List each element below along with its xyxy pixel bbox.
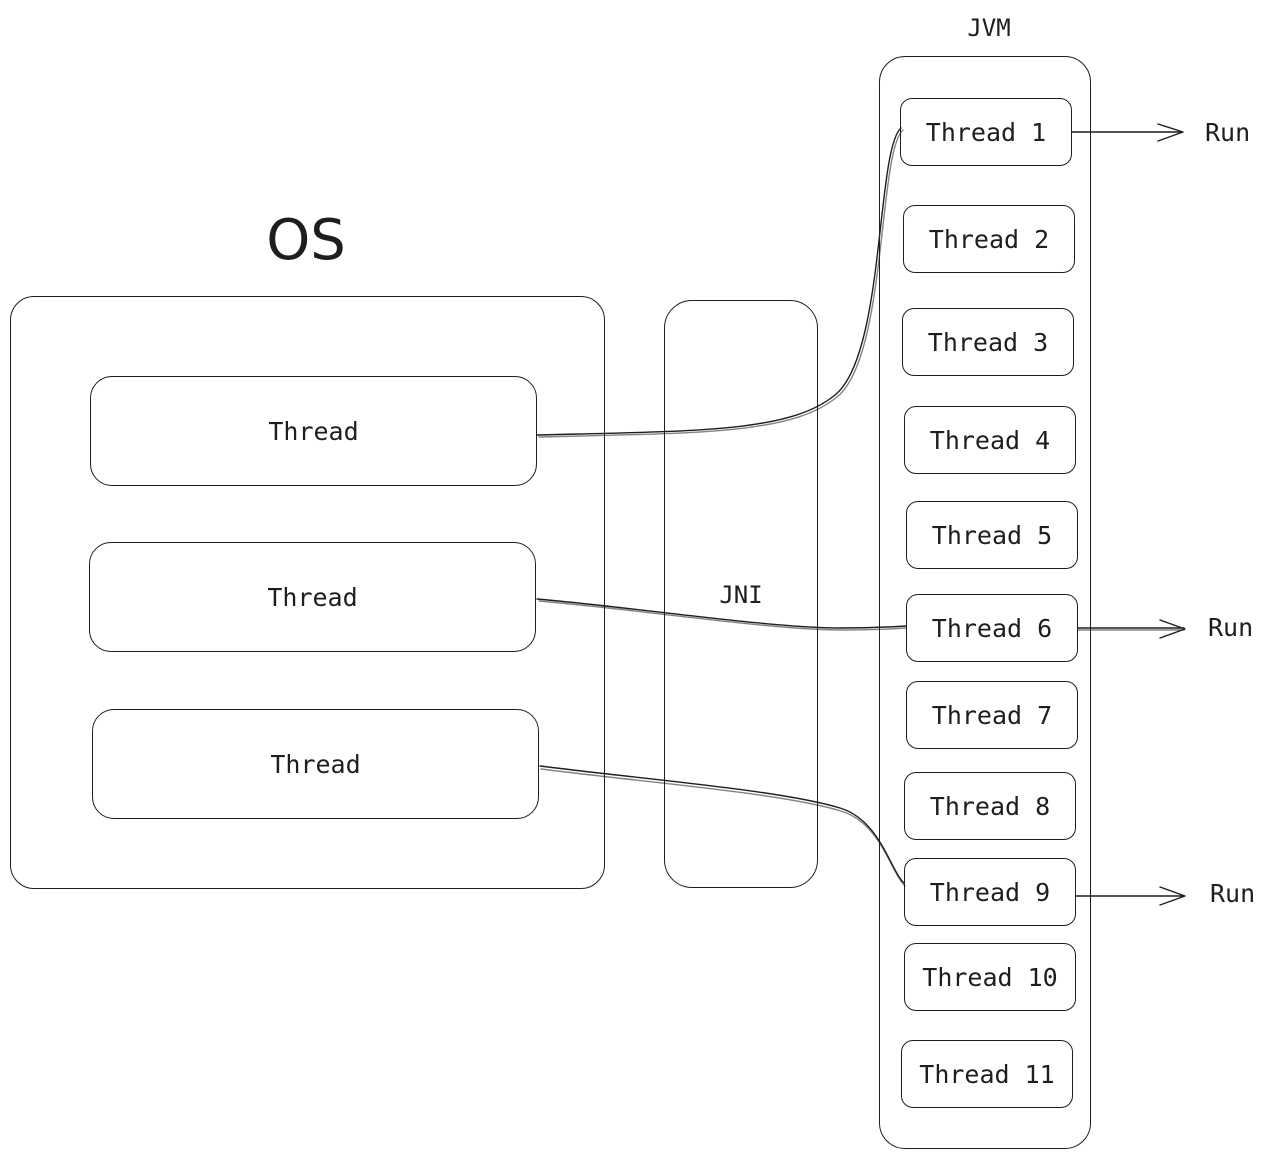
jvm-thread-6[interactable]: Thread 6 (906, 594, 1078, 662)
jvm-thread-9[interactable]: Thread 9 (904, 858, 1076, 926)
run-label-2: Run (1208, 613, 1254, 642)
run-arrow-1-head (1157, 123, 1184, 142)
os-container (10, 296, 605, 889)
jni-label: JNI (719, 581, 763, 609)
run-label-3: Run (1210, 879, 1256, 908)
jvm-title: JVM (967, 14, 1011, 42)
os-title: OS (266, 208, 346, 273)
jvm-thread-11[interactable]: Thread 11 (901, 1040, 1073, 1108)
run-arrow-2-head (1159, 619, 1186, 639)
jvm-thread-2[interactable]: Thread 2 (903, 205, 1075, 273)
run-label-1: Run (1205, 118, 1251, 147)
jvm-thread-10[interactable]: Thread 10 (904, 943, 1076, 1011)
run-arrow-3-head (1159, 886, 1186, 906)
os-thread-2[interactable]: Thread (89, 542, 536, 652)
os-thread-1[interactable]: Thread (90, 376, 537, 486)
jvm-thread-8[interactable]: Thread 8 (904, 772, 1076, 840)
jvm-thread-1[interactable]: Thread 1 (900, 98, 1072, 166)
jvm-thread-4[interactable]: Thread 4 (904, 406, 1076, 474)
jvm-thread-5[interactable]: Thread 5 (906, 501, 1078, 569)
os-thread-3[interactable]: Thread (92, 709, 539, 819)
jvm-thread-3[interactable]: Thread 3 (902, 308, 1074, 376)
jvm-thread-7[interactable]: Thread 7 (906, 681, 1078, 749)
